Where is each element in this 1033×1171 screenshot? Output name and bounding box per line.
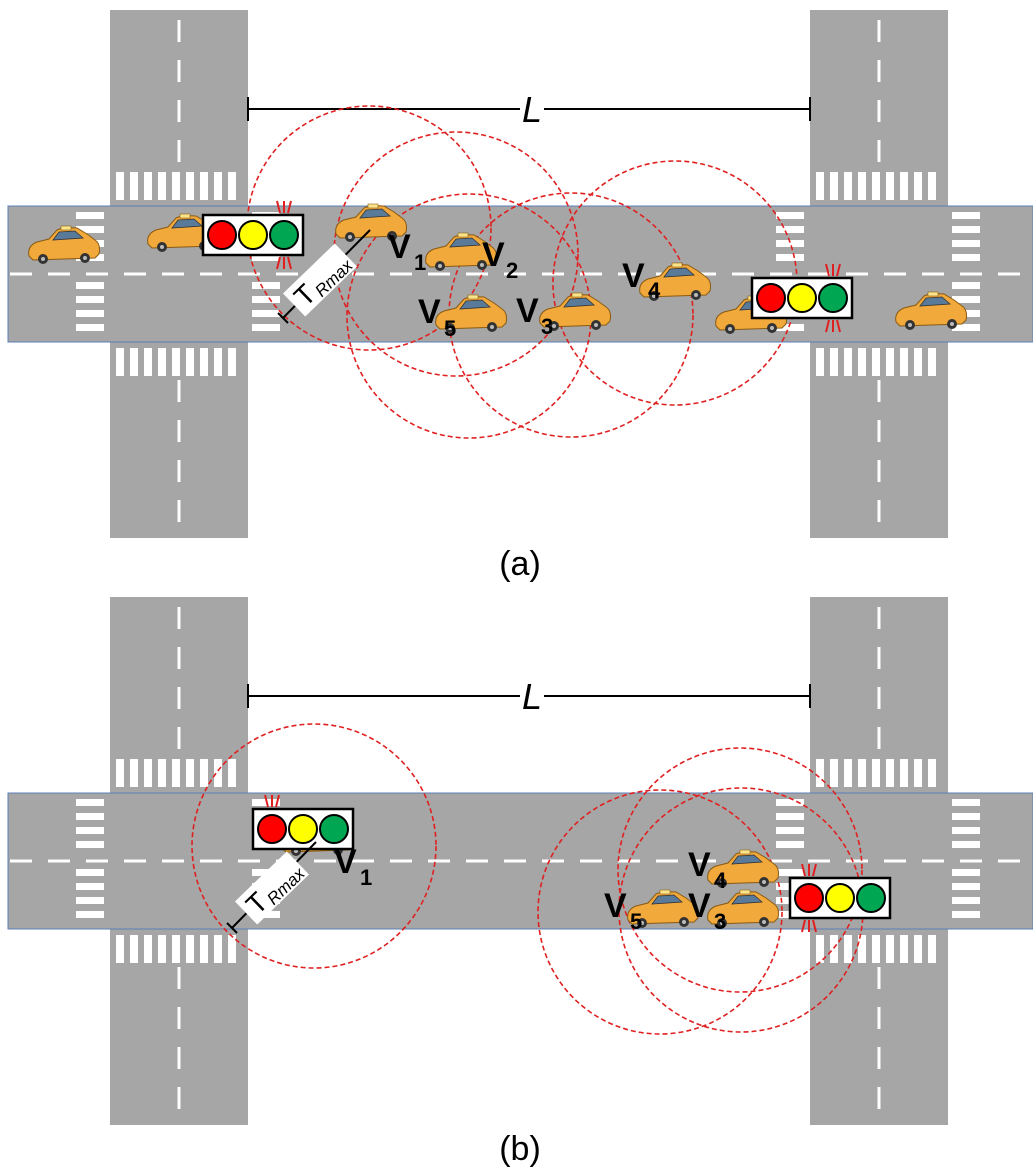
svg-text:5: 5 <box>630 909 642 934</box>
vehicle-label-v5: V 5 <box>604 887 642 934</box>
distance-l-marker: L <box>247 89 811 130</box>
svg-text:V: V <box>688 887 711 925</box>
vehicle-label-v2: V 2 <box>482 236 518 283</box>
svg-text:V: V <box>622 257 645 295</box>
distance-label: L <box>522 676 542 717</box>
range-circle-v3 <box>448 192 694 438</box>
svg-text:V: V <box>482 236 505 274</box>
panel-a: L <box>7 10 1033 583</box>
svg-text:2: 2 <box>506 258 518 283</box>
vehicle-label-v5: V 5 <box>418 293 456 341</box>
panel-b: L T Rmax <box>7 597 1033 1168</box>
vehicle-label-v3: V 3 <box>516 292 553 339</box>
svg-text:4: 4 <box>648 278 661 303</box>
svg-text:V: V <box>418 293 441 331</box>
range-circle-v2 <box>333 131 579 377</box>
panel-caption: (b) <box>499 1130 541 1168</box>
svg-text:1: 1 <box>360 865 372 890</box>
svg-text:V: V <box>334 843 357 881</box>
svg-text:V: V <box>516 292 539 330</box>
svg-text:5: 5 <box>444 316 456 341</box>
range-circle-v1 <box>191 723 437 969</box>
svg-text:V: V <box>604 887 627 925</box>
range-circle-v4 <box>617 747 863 993</box>
svg-text:3: 3 <box>541 314 553 339</box>
panel-caption: (a) <box>499 545 541 583</box>
vehicle-label-v3: V 3 <box>688 887 726 934</box>
svg-text:3: 3 <box>714 909 726 934</box>
range-circle-v5 <box>537 789 783 1035</box>
svg-text:1: 1 <box>414 250 426 275</box>
road-network <box>7 10 1033 538</box>
road-network <box>7 597 1033 1125</box>
svg-text:V: V <box>688 846 711 884</box>
distance-l-marker: L <box>247 676 811 717</box>
range-circle-v1 <box>246 105 492 351</box>
svg-text:4: 4 <box>714 868 727 893</box>
vehicle-label-v1: V 1 <box>334 843 372 890</box>
distance-label: L <box>522 89 542 130</box>
vehicle-label-v4: V 4 <box>622 257 661 303</box>
vehicle-label-v4: V 4 <box>688 846 727 893</box>
vehicle-label-v1: V 1 <box>388 228 426 275</box>
svg-text:V: V <box>388 228 411 266</box>
